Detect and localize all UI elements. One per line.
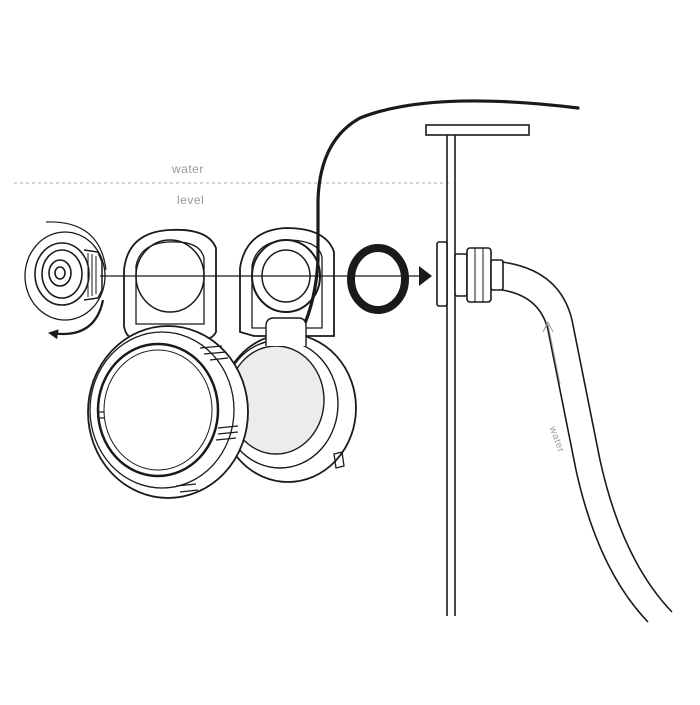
locking-knob (24, 221, 107, 321)
light-front-ring (87, 325, 249, 499)
water-level-label-level: level (177, 193, 205, 207)
flow-arrow (542, 320, 561, 385)
light-housing (219, 317, 357, 483)
o-ring-seal (347, 244, 409, 314)
alignment-arrowhead (419, 266, 432, 286)
water-hose (501, 261, 673, 623)
mounting-bracket (123, 228, 217, 341)
rotate-arrow (48, 299, 105, 340)
tank-wall (425, 124, 530, 616)
power-cable (300, 99, 580, 348)
wall-fitting (436, 241, 504, 307)
water-level-label: water (172, 162, 204, 176)
